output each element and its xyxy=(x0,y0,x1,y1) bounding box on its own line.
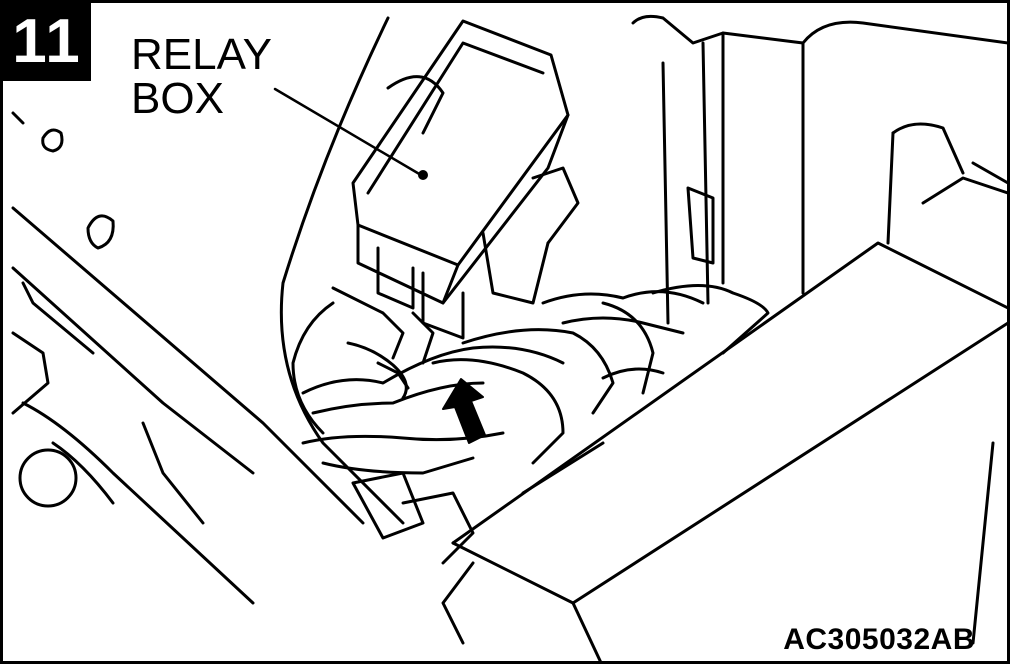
engine-bay-illustration xyxy=(11,14,1007,661)
figure-code: AC305032AB xyxy=(783,623,975,656)
callout-leader-dot xyxy=(418,170,428,180)
foreground-box xyxy=(441,241,1007,661)
relay-box xyxy=(351,19,580,340)
step-number-badge: 11 xyxy=(3,3,91,81)
arrow-up-icon xyxy=(442,378,486,444)
wiring-harness xyxy=(301,284,770,565)
fender-edge xyxy=(279,16,405,525)
relay-box-label-line2: BOX xyxy=(131,74,224,123)
relay-box-label-line1: RELAY xyxy=(131,30,273,79)
callout-leader-line xyxy=(273,87,423,177)
left-body-panel xyxy=(11,111,365,605)
right-engine-components xyxy=(631,14,1007,325)
relay-box-label: RELAY BOX xyxy=(131,33,272,121)
